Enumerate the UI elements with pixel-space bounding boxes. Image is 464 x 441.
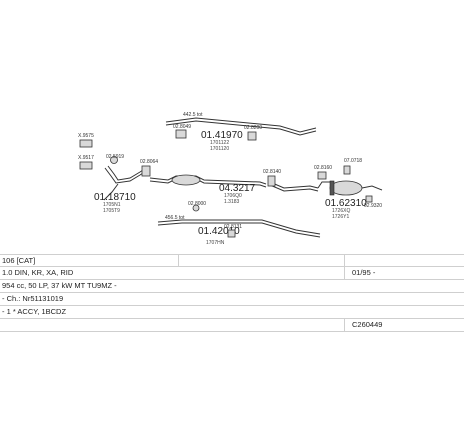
part-sub-01-42010-a: 1707HN (206, 240, 225, 246)
part-sub-01-62310-b: 1726Y1 (332, 214, 349, 220)
production-date: 01/95 - (352, 268, 376, 277)
length-label-lower: 456.5 tot (165, 215, 185, 221)
gasket-label-c2: X.9575 (78, 133, 94, 139)
part-sub-04-3217-a: 1706Q0 (224, 193, 242, 199)
spec-text: 954 cc, 50 LP, 37 kW MT TU9MZ - (2, 281, 117, 290)
rear-silencer-cap (329, 180, 335, 196)
table-divider (344, 318, 345, 331)
pipe-rear-in (317, 181, 332, 189)
pipe-lower-inner (157, 222, 321, 238)
table-line (0, 254, 464, 255)
engine-text: 1.0 DIN, KR, XA, RID (2, 268, 74, 277)
table-line (0, 305, 464, 306)
pipe-middle (149, 175, 267, 185)
part-sub-01-41970-a: 1701122 (210, 140, 229, 146)
part-number-01-42010: 01.42010 (198, 226, 240, 237)
clamp-middle-left (141, 165, 151, 177)
info-row-code: C260449 (0, 318, 464, 331)
pipe-front-inner (104, 167, 147, 184)
ring-label-c6: 02.8000 (188, 201, 206, 207)
part-sub-01-18710-a: 1705N1 (103, 202, 121, 208)
info-row-spec: 954 cc, 50 LP, 37 kW MT TU9MZ - (0, 279, 464, 292)
table-divider (344, 254, 345, 279)
pipe-upper-inner (165, 120, 317, 136)
pipe-front (107, 165, 147, 181)
rear-silencer (329, 180, 363, 196)
clamp-label-c5: 02.8064 (140, 159, 158, 165)
clamp-label-c11: 02.9320 (364, 203, 382, 209)
info-row-engine: 1.0 DIN, KR, XA, RID 01/95 - (0, 266, 464, 279)
clamp-label-c8: 02.8160 (314, 165, 332, 171)
length-label-upper: 442.5 tot (183, 112, 203, 118)
part-number-01-41970: 01.41970 (201, 130, 243, 141)
part-number-01-62310: 01.62310 (325, 198, 367, 209)
pipe-tail (361, 185, 383, 191)
clamp-label-c12: 02.8200 (244, 125, 262, 131)
clamp-rear-right (365, 195, 373, 203)
table-line (0, 331, 464, 332)
clamp-label-c1: 02.8049 (173, 124, 191, 130)
model-text: 106 [CAT] (2, 256, 36, 265)
catalytic-converter (171, 174, 201, 186)
clamp-label-c9: 02.8131 (224, 224, 242, 230)
part-number-01-18710: 01.18710 (94, 192, 136, 203)
pipe-middle-right (269, 181, 319, 189)
clamp-lower (227, 229, 236, 238)
clamp-label-c7: 02.8140 (263, 169, 281, 175)
pipe-front-lower (103, 183, 119, 201)
hanger-label-c10: 07.0718 (344, 158, 362, 164)
notes-text: - 1 * ACCY, 1BCDZ (2, 307, 67, 316)
table-line (0, 266, 464, 267)
clamp-upper-left (175, 129, 187, 139)
gasket-front-2 (79, 161, 93, 170)
gasket-label-c3: X.9517 (78, 155, 94, 161)
table-divider (178, 254, 179, 266)
flange-front (110, 156, 118, 164)
ring-middle (192, 204, 200, 212)
part-sub-04-3217-b: 1.3183 (224, 199, 240, 205)
table-line (0, 292, 464, 293)
hanger-rear (343, 165, 351, 175)
clamp-upper-right (247, 131, 257, 141)
pipe-upper (165, 117, 317, 133)
gasket-front-1 (79, 139, 93, 148)
pipe-middle-right-inner (269, 184, 319, 192)
chassis-text: - Ch.: Nr51131019 (2, 294, 64, 303)
part-sub-01-62310-a: 1726XQ (332, 208, 350, 214)
flange-label-c4: 02.5919 (106, 154, 124, 160)
part-sub-01-18710-b: 1705T9 (103, 208, 120, 214)
clamp-middle-right (267, 175, 276, 187)
diagram-code: C260449 (352, 320, 383, 329)
part-sub-01-41970-b: 1701120 (210, 146, 229, 152)
pipe-lower (157, 219, 321, 235)
info-row-chassis: - Ch.: Nr51131019 (0, 292, 464, 305)
part-number-04-3217: 04.3217 (219, 183, 256, 194)
clamp-rear-left (317, 171, 327, 180)
table-line (0, 318, 464, 319)
info-row-model: 106 [CAT] (0, 254, 464, 267)
info-row-notes: - 1 * ACCY, 1BCDZ (0, 305, 464, 318)
table-line (0, 279, 464, 280)
